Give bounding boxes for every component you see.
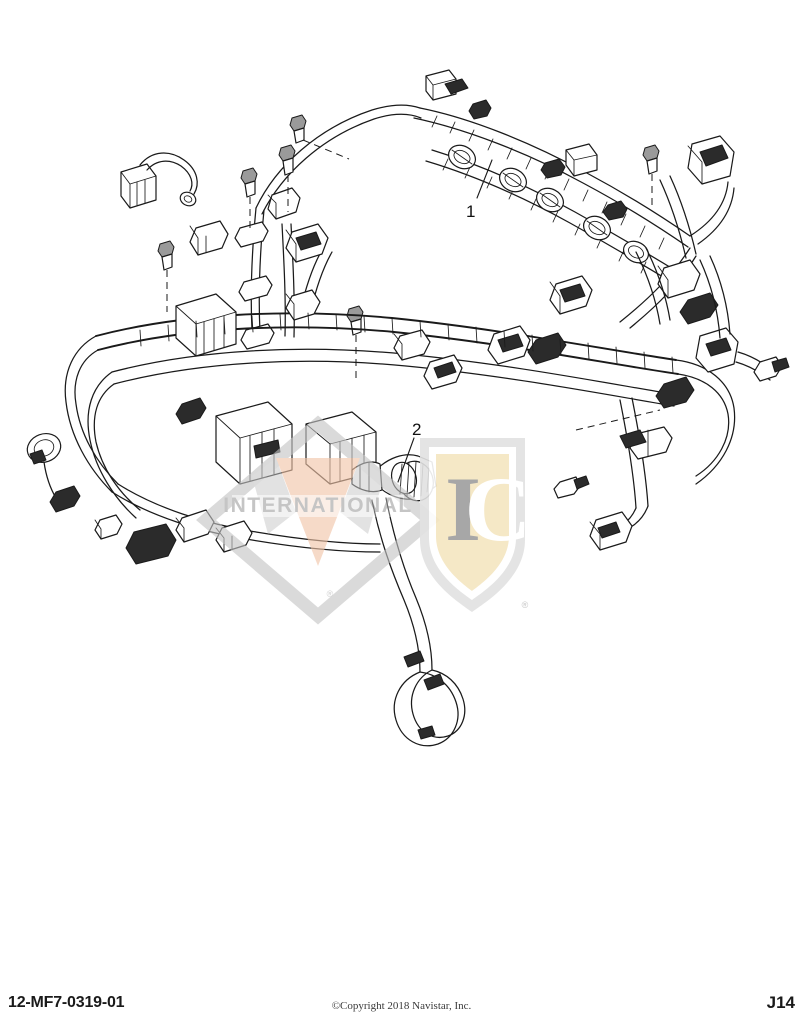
bolt-with-leader <box>346 305 364 378</box>
cable-clamp <box>267 187 301 220</box>
page-code: J14 <box>766 993 795 1012</box>
harness-clip <box>417 725 436 740</box>
right-lower-branch <box>553 376 695 551</box>
tee-junction <box>619 426 673 460</box>
connector <box>679 292 719 325</box>
pin-terminal <box>753 356 790 382</box>
harness-diagram: .ln { fill:none; stroke:#1a1a1a; stroke-… <box>26 69 790 747</box>
injector-connector-ring <box>536 187 564 213</box>
harness-clip <box>94 514 123 540</box>
copyright-notice: ©Copyright 2018 Navistar, Inc. <box>331 1000 472 1012</box>
connector <box>285 289 321 321</box>
callout-1-leader <box>476 159 493 199</box>
center-vertical-cables <box>234 207 295 350</box>
page-footer: 12-MF7-0319-01 ©Copyright 2018 Navistar,… <box>0 960 803 1024</box>
bolt-with-leader <box>278 144 296 212</box>
harness-module-center <box>215 401 293 485</box>
left-end-connector <box>120 163 157 209</box>
connector <box>549 275 593 315</box>
bolt-with-leader <box>240 167 258 229</box>
lower-drop-cable-loop <box>371 497 466 747</box>
ring-connector <box>26 433 62 499</box>
document-number: 12-MF7-0319-01 <box>8 994 125 1011</box>
harness-saddle-clip <box>240 323 275 350</box>
top-connector <box>655 376 695 409</box>
harness-saddle-clip <box>238 275 273 302</box>
injector-connector-ring <box>583 215 611 241</box>
right-sensor-cluster <box>687 135 790 382</box>
harness-clip <box>423 673 445 691</box>
connector-set <box>175 220 719 425</box>
harness-clip <box>602 200 628 221</box>
injector-connector-ring <box>448 144 476 170</box>
inline-connector <box>125 523 177 565</box>
harness-module-left <box>175 293 237 357</box>
bolt-with-leader <box>642 144 660 208</box>
harness-clip <box>540 158 566 179</box>
right-angle-connector <box>175 509 215 543</box>
right-upper-subharness <box>635 175 731 339</box>
harness-clip <box>468 99 492 120</box>
connector <box>423 354 463 390</box>
connector <box>393 329 431 361</box>
connector <box>175 397 207 425</box>
trunk-ribs <box>139 312 674 374</box>
harness-saddle-clip <box>234 221 269 248</box>
upper-left-cable-loop <box>120 104 422 220</box>
sensor-connector <box>687 135 735 185</box>
bolt-with-leader <box>157 240 175 312</box>
end-connector <box>589 511 633 551</box>
sensor-connector <box>695 327 739 373</box>
ring-terminal <box>179 191 197 207</box>
stud-pin <box>553 475 590 499</box>
rail-mid-connector <box>565 143 598 177</box>
bulkhead-connector-callout-2 <box>351 454 437 502</box>
harness-line-art-svg: .ln { fill:none; stroke:#1a1a1a; stroke-… <box>26 69 790 747</box>
rail-end-connector <box>425 69 469 101</box>
connector <box>527 332 567 365</box>
injector-rail-harness <box>413 69 691 284</box>
connector <box>657 259 701 299</box>
connector <box>285 223 329 263</box>
harness-clip <box>49 485 81 513</box>
connector <box>189 220 229 256</box>
injector-connector-ring <box>499 167 527 193</box>
left-lower-branch <box>26 433 381 565</box>
callout-2: 2 <box>412 420 422 439</box>
bolt-with-leader <box>289 114 350 160</box>
harness-clip <box>403 650 425 668</box>
callout-1: 1 <box>466 202 476 221</box>
